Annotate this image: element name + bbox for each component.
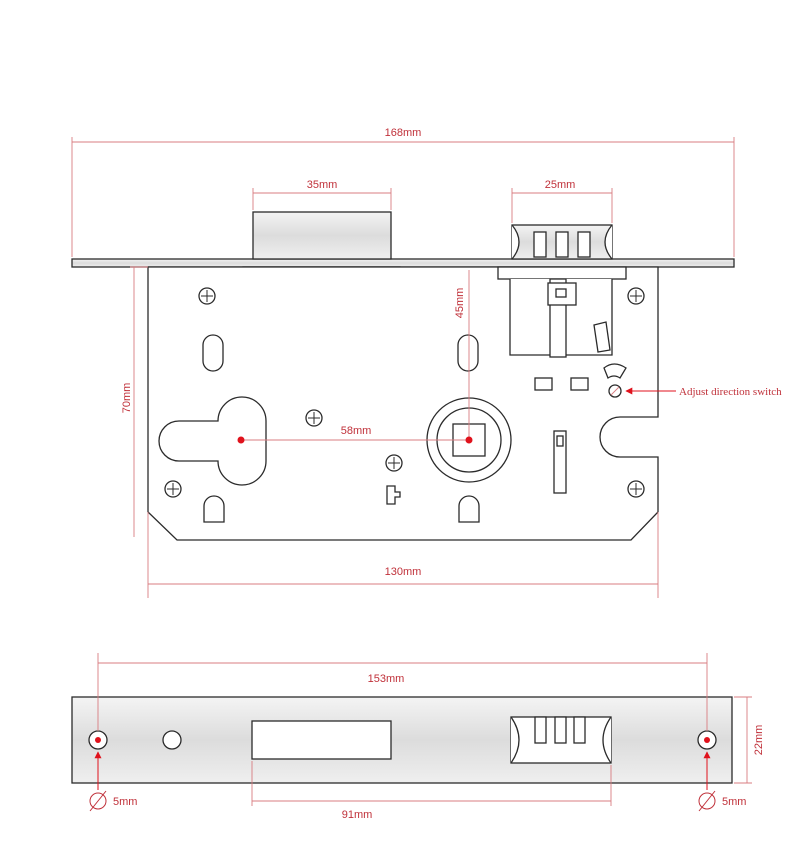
dim-91-label: 91mm bbox=[342, 809, 373, 821]
dim-22-label: 22mm bbox=[753, 725, 765, 756]
dim-130-label: 130mm bbox=[385, 566, 422, 578]
bottom-slot bbox=[458, 495, 480, 523]
bottom-slot bbox=[203, 495, 225, 523]
dim-168-label: 168mm bbox=[385, 127, 422, 139]
dim-58 bbox=[237, 436, 473, 444]
round-hole bbox=[162, 730, 182, 750]
dim-153-label: 153mm bbox=[368, 673, 405, 685]
screw-icon bbox=[385, 454, 403, 472]
screw-icon bbox=[305, 409, 323, 427]
dim-91 bbox=[251, 761, 612, 806]
adjust-note: Adjust direction switch bbox=[679, 386, 782, 398]
dim-35 bbox=[252, 188, 392, 210]
dim-70-label: 70mm bbox=[121, 383, 133, 414]
cylinder-hole bbox=[158, 396, 267, 486]
screw-icon bbox=[164, 480, 182, 498]
screw-icon bbox=[627, 287, 645, 305]
dim-35-label: 35mm bbox=[307, 179, 338, 191]
diameter-icon bbox=[89, 790, 107, 812]
dim-22 bbox=[734, 696, 752, 784]
screw-icon bbox=[627, 480, 645, 498]
deadbolt-block bbox=[252, 211, 392, 260]
dim-58-label: 58mm bbox=[341, 425, 372, 437]
dim-130 bbox=[147, 512, 659, 598]
faceplate bbox=[71, 696, 733, 784]
small-tab bbox=[386, 485, 401, 505]
slot-left bbox=[534, 377, 553, 391]
dim-70 bbox=[130, 266, 148, 537]
front-plate-side bbox=[71, 258, 735, 268]
hole-diameter-left-label: 5mm bbox=[113, 796, 137, 808]
oval-slot bbox=[457, 334, 479, 372]
dim-25 bbox=[511, 188, 613, 223]
dim-25-label: 25mm bbox=[545, 179, 576, 191]
latch-block bbox=[511, 224, 613, 260]
dim-45-label: 45mm bbox=[454, 288, 466, 319]
latch-mechanism bbox=[497, 266, 627, 379]
diameter-icon bbox=[698, 790, 716, 812]
slot-right bbox=[570, 377, 589, 391]
latch-opening bbox=[510, 716, 612, 764]
deadbolt-opening bbox=[251, 720, 392, 760]
hole-diameter-right-label: 5mm bbox=[722, 796, 746, 808]
dim-153 bbox=[97, 653, 708, 731]
oval-slot bbox=[202, 334, 224, 372]
dim-168 bbox=[71, 137, 735, 257]
